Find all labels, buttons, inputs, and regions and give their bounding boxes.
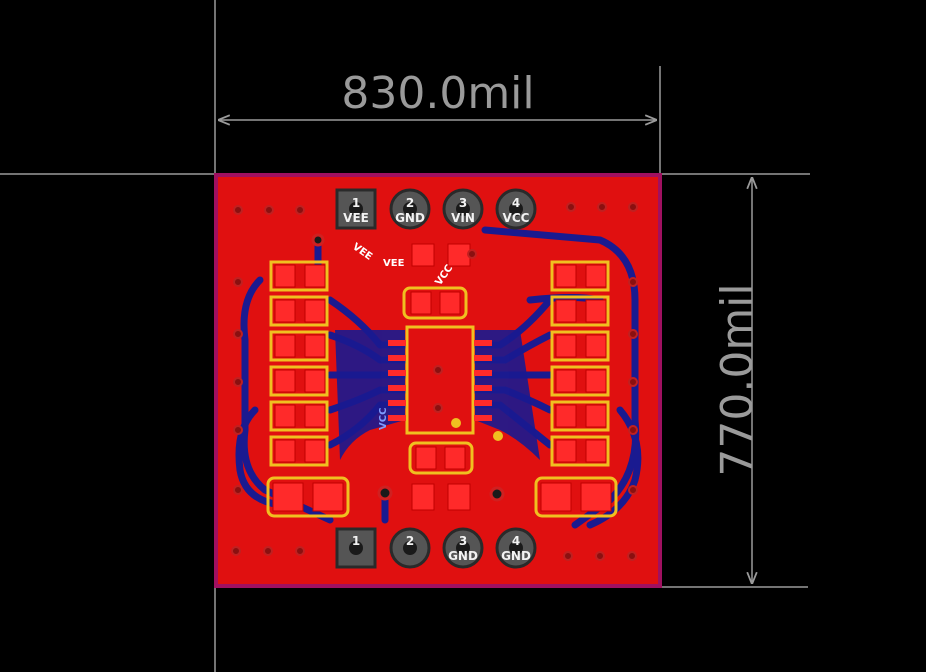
bottom-pin-3-num: 3 — [459, 534, 467, 548]
bottom-header — [335, 527, 537, 569]
bottom-pin-2-num: 2 — [406, 534, 414, 548]
cap-outline-right — [534, 476, 618, 518]
cap-outline-left — [266, 476, 350, 518]
top-pin-2-num: 2 — [406, 196, 414, 210]
cap-outline-bottom — [408, 441, 474, 475]
ic-outline — [405, 325, 475, 435]
polarity-dot — [493, 431, 503, 441]
width-dimension-label: 830.0mil — [341, 68, 534, 119]
cap-outline-top — [402, 286, 468, 320]
top-pin-4-num: 4 — [512, 196, 520, 210]
top-pin-3-num: 3 — [459, 196, 467, 210]
height-dimension-label: 770.0mil — [712, 283, 763, 476]
via-pads — [311, 233, 505, 502]
silk-label-vee-b: VEE — [383, 258, 405, 269]
bottom-pin-4-num: 4 — [512, 534, 520, 548]
top-pin-1-name: VEE — [343, 211, 369, 225]
top-pin-2-name: GND — [395, 211, 425, 225]
vias — [231, 202, 638, 561]
bottom-copper-area — [335, 330, 540, 460]
pin1-marker — [451, 418, 461, 428]
bottom-pin-3-name: GND — [448, 549, 478, 563]
ic-pins — [388, 340, 492, 421]
silk-label-vcc-side: VCC — [378, 408, 389, 430]
top-pin-3-name: VIN — [451, 211, 475, 225]
board: 1 VEE 2 GND 3 VIN 4 VCC 1 2 3 GND 4 GND … — [214, 173, 662, 588]
bottom-pin-1-num: 1 — [352, 534, 360, 548]
top-pin-4-name: VCC — [503, 211, 530, 225]
bottom-pin-4-name: GND — [501, 549, 531, 563]
top-pin-1-num: 1 — [352, 196, 360, 210]
board-outline — [214, 173, 662, 588]
smd-pads — [272, 243, 612, 512]
top-header — [335, 188, 537, 230]
silkscreen-outlines — [266, 260, 618, 518]
